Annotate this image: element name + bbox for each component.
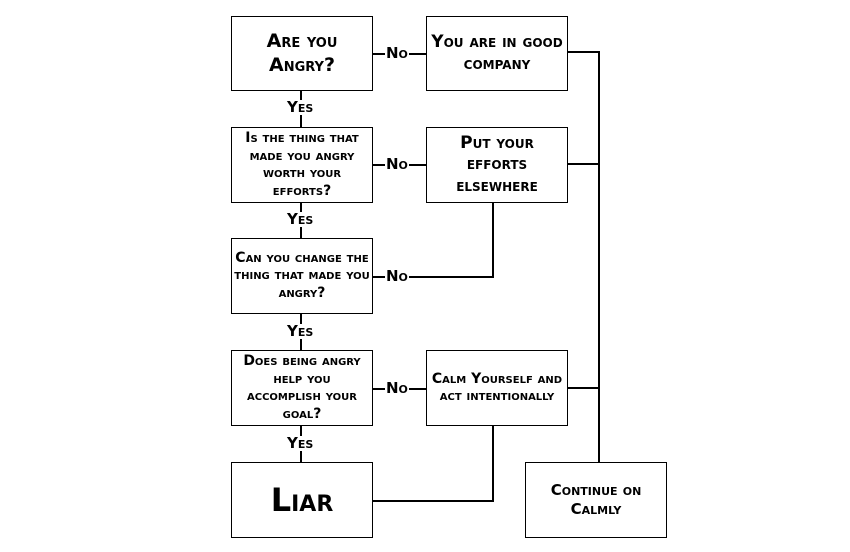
node-liar: Liar [231,462,373,538]
edge-label-no: No [385,267,409,285]
edge-label-yes: Yes [286,322,315,340]
node-calm-yourself: Calm Yourself and act intentionally [426,350,568,426]
edge-label-no: No [385,379,409,397]
node-worth-efforts: Is the thing that made you angry worth y… [231,127,373,203]
node-continue-calmly-text: Continue on Calmly [550,481,642,518]
edge-liar-a4 [373,426,494,502]
edge-a1-continue [568,51,600,462]
node-good-company-text: You are in good company [431,32,563,74]
node-are-you-angry-text: Are you Angry? [266,29,338,76]
edge-label-yes: Yes [286,210,315,228]
edge-q3-a2 [373,203,494,278]
node-can-you-change: Can you change the thing that made you a… [231,238,373,314]
node-good-company: You are in good company [426,16,568,91]
node-calm-yourself-text: Calm Yourself and act intentionally [431,370,563,405]
node-help-goal: Does being angry help you accomplish you… [231,350,373,426]
edge-label-no: No [385,155,409,173]
node-liar-text: Liar [270,481,334,519]
node-efforts-elsewhere-text: Put your efforts elsewhere [456,133,538,196]
edge-label-no: No [385,44,409,62]
node-help-goal-text: Does being angry help you accomplish you… [243,353,361,422]
node-are-you-angry: Are you Angry? [231,16,373,91]
node-worth-efforts-text: Is the thing that made you angry worth y… [245,130,359,199]
edge-label-yes: Yes [286,98,315,116]
edge-label-yes: Yes [286,434,315,452]
node-efforts-elsewhere: Put your efforts elsewhere [426,127,568,203]
node-continue-calmly: Continue on Calmly [525,462,667,538]
node-can-you-change-text: Can you change the thing that made you a… [234,249,370,301]
